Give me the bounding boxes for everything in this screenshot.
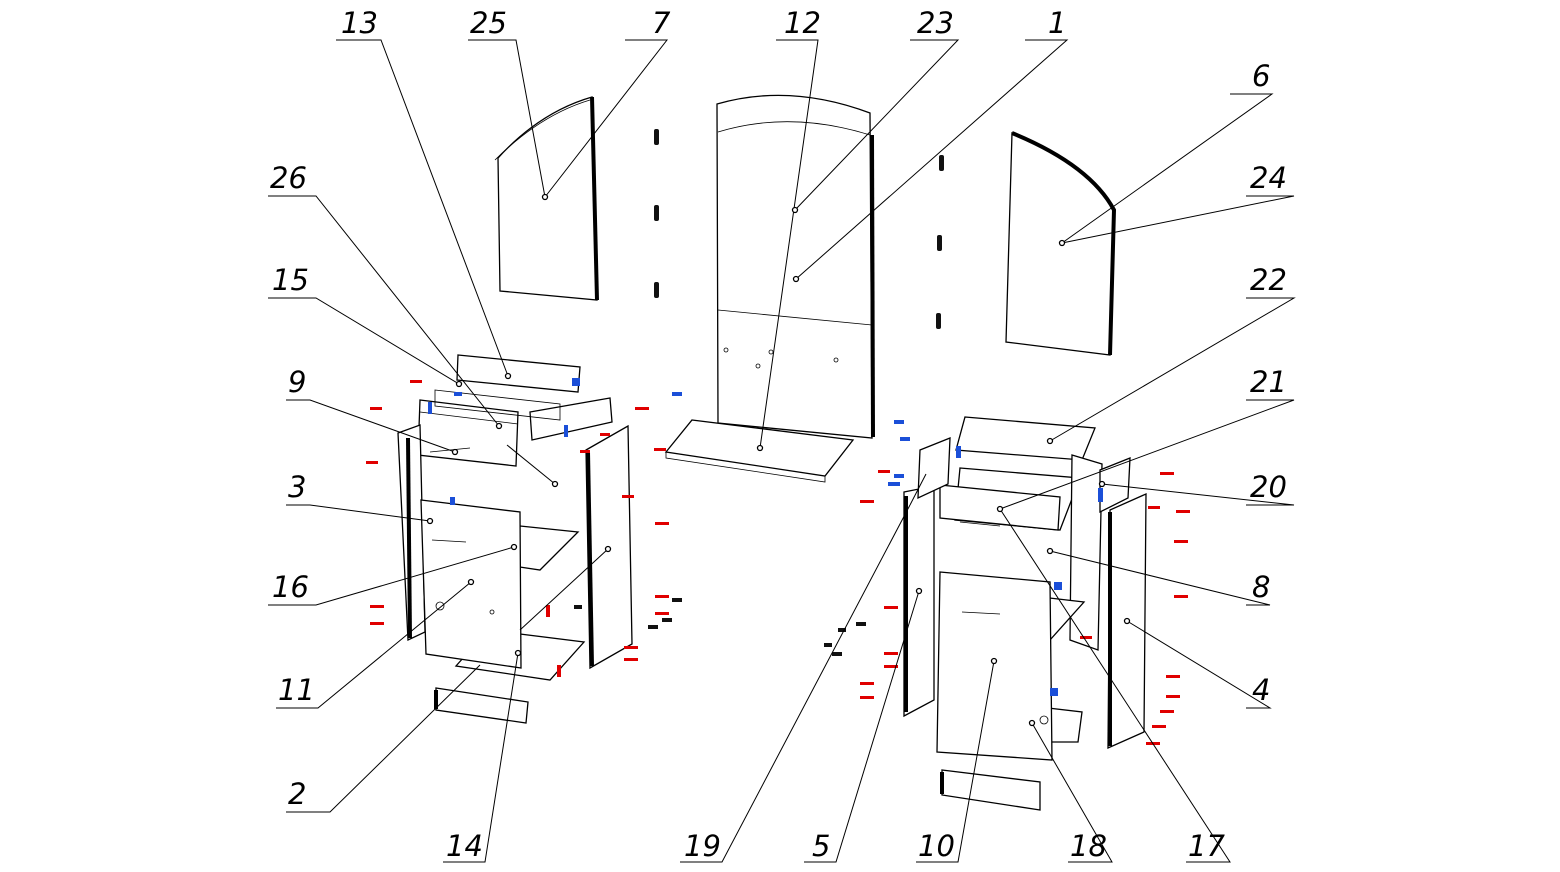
center-back-panel [716,94,875,439]
fasteners-left [366,378,682,677]
position-labels: 13 25 7 12 23 1 6 24 26 15 22 9 21 20 3 … [270,6,1287,863]
label-6: 6 [1252,59,1270,93]
label-24: 24 [1250,161,1287,195]
label-1: 1 [1048,6,1066,40]
label-20: 20 [1250,470,1287,504]
label-2: 2 [288,777,306,811]
label-17: 17 [1188,829,1225,863]
leader-anchors [426,193,1131,727]
label-12: 12 [784,6,821,40]
label-9: 9 [288,365,306,399]
label-14: 14 [446,829,483,863]
leader-lines [268,39,1296,863]
right-cabinet [903,416,1147,811]
label-26: 26 [270,161,307,195]
label-16: 16 [272,570,309,604]
label-8: 8 [1252,570,1270,604]
label-10: 10 [918,829,955,863]
label-4: 4 [1252,673,1270,707]
label-25: 25 [470,6,507,40]
label-5: 5 [812,829,830,863]
wall-connectors [654,129,944,329]
label-11: 11 [278,673,315,707]
left-cabinet [397,354,633,724]
label-22: 22 [1250,263,1287,297]
label-18: 18 [1070,829,1107,863]
label-13: 13 [341,6,378,40]
label-19: 19 [684,829,721,863]
label-23: 23 [917,6,954,40]
label-21: 21 [1250,365,1287,399]
label-7: 7 [652,6,671,40]
label-3: 3 [288,470,306,504]
label-15: 15 [272,263,309,297]
